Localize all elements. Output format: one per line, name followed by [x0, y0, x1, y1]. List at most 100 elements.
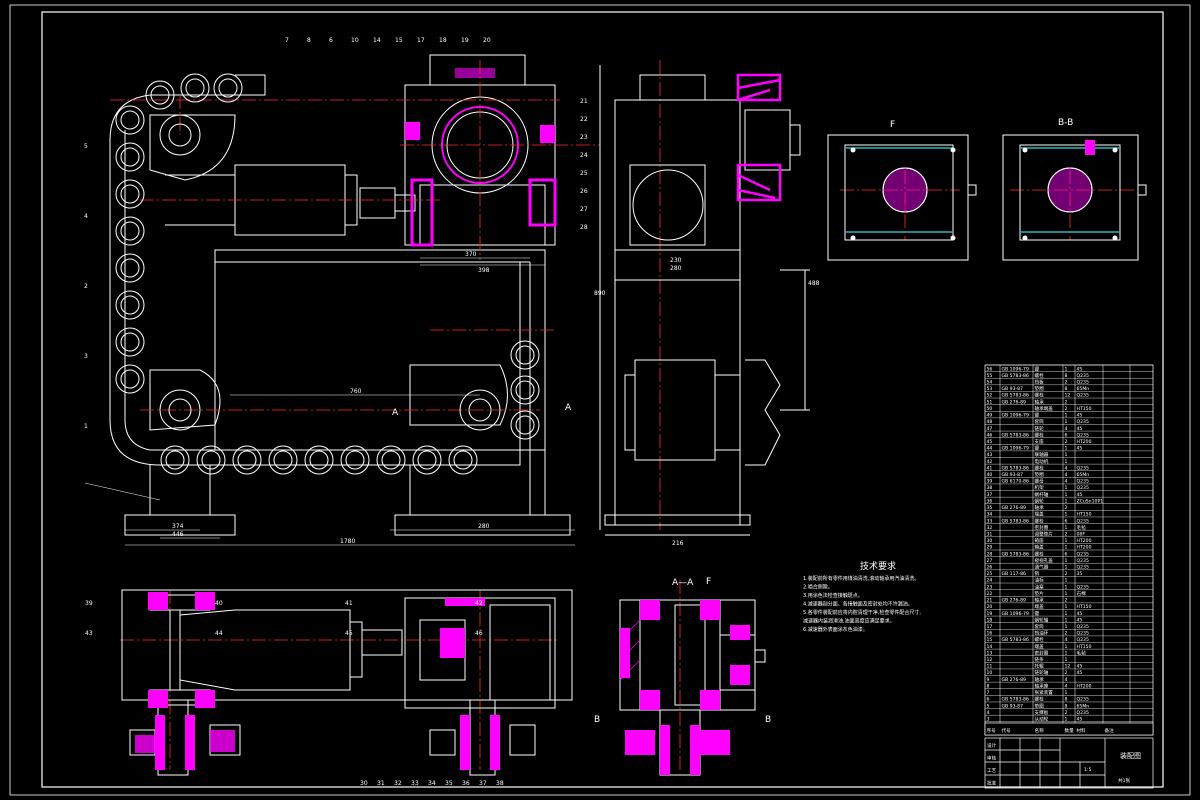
bom-cell: Q235 — [1077, 631, 1089, 637]
chain-roller — [115, 327, 145, 357]
part-number-label: 40 — [215, 600, 223, 607]
bom-cell: HT150 — [1077, 512, 1092, 518]
part-number-label: 32 — [394, 780, 402, 787]
bom-cell: 1 — [1065, 545, 1068, 551]
bom-cell: 45 — [1077, 664, 1083, 670]
bom-cell: 17 — [987, 624, 993, 630]
dim-side-base-a: 230 — [670, 257, 682, 264]
bom-cell: 7 — [987, 690, 990, 696]
chain-roller — [376, 445, 406, 475]
bom-cell: 螺栓 — [1035, 464, 1045, 471]
title-block — [984, 737, 1154, 789]
bom-cell: 轴承座 — [1035, 682, 1049, 689]
chain-roller — [196, 445, 226, 475]
bom-cell: 4 — [1065, 426, 1068, 432]
part-number-label: 30 — [360, 780, 368, 787]
chain-roller — [115, 364, 145, 394]
bom-header-cell: 名称 — [1035, 727, 1045, 734]
bom-cell: 45 — [1077, 492, 1083, 498]
bom-cell: 4 — [1065, 683, 1068, 689]
bom-cell: 挡油环 — [1035, 630, 1049, 637]
bom-cell: 1 — [1065, 538, 1068, 544]
bolt-dots — [850, 147, 1118, 241]
bom-cell: 31 — [987, 531, 993, 537]
bom-cell: 19 — [987, 611, 993, 617]
bom-cell: 49 — [987, 413, 993, 419]
chain-roller — [115, 253, 145, 283]
bom-cell: 45 — [987, 439, 993, 445]
part-number-label: 26 — [580, 188, 588, 195]
bom-cell: 65Mn — [1077, 472, 1090, 478]
title-sheet: 共1张 — [1118, 777, 1131, 784]
bom-cell: Q235 — [1077, 624, 1089, 630]
bom-cell: 键 — [1035, 365, 1040, 372]
part-number-label: 33 — [411, 780, 419, 787]
bom-cell: Q235 — [1077, 518, 1089, 524]
title-row-label: 批准 — [987, 780, 997, 787]
bom-cell: 垫圈 — [1035, 385, 1045, 392]
bom-cell: GB 93-87 — [1002, 472, 1024, 478]
part-number-label: 38 — [496, 780, 504, 787]
bom-cell: GB 276-89 — [1002, 598, 1027, 604]
chain-roller — [304, 445, 334, 475]
chain-roller — [180, 73, 210, 103]
bom-cell: 销 — [1035, 570, 1040, 577]
bom-cell: 52 — [987, 393, 993, 399]
bom-cell: 45 — [1077, 617, 1083, 623]
bom-cell: 螺栓 — [1035, 517, 1045, 524]
tech-req-lines: 1.装配前所有零件用煤油清洗,滚动轴承用汽油清洗。2.啮合侧隙。3.用涂色法检查… — [803, 575, 921, 633]
bom-header-cell: 代号 — [1002, 727, 1012, 734]
sprocket-wheel — [159, 114, 201, 156]
bom-cell: 键 — [1035, 412, 1040, 419]
bom-cell: 8 — [1065, 703, 1068, 709]
bom-cell: 10 — [987, 670, 993, 676]
bom-cell: 垫圈 — [1035, 702, 1045, 709]
bom-cell: 16 — [987, 631, 993, 637]
bom-cell: GB 276-89 — [1002, 399, 1027, 405]
bom-cell: 通气器 — [1035, 564, 1049, 571]
bom-cell: 13 — [987, 650, 993, 656]
bom-cell: GB 117-86 — [1002, 571, 1027, 577]
bolt-dot — [1022, 235, 1028, 241]
base-left — [124, 465, 236, 536]
bom-cell: 1 — [1065, 624, 1068, 630]
bom-cell: 2 — [1065, 598, 1068, 604]
tech-req-line: 1.装配前所有零件用煤油清洗,滚动轴承用汽油清洗。 — [803, 575, 919, 582]
bom-cell: 2 — [1065, 670, 1068, 676]
bom-cell: 21 — [987, 598, 993, 604]
bom-cell: 1 — [1065, 366, 1068, 372]
bom-cell: GB 93-87 — [1002, 703, 1024, 709]
tech-req-line: 6.减速器外表面涂灰色油漆。 — [803, 626, 868, 633]
bom-cell: GB 6170-86 — [1002, 479, 1029, 485]
part-number-label: 2 — [84, 283, 88, 290]
title-scale: 1:5 — [1084, 767, 1091, 773]
bom-cell: 电动机 — [1035, 458, 1049, 465]
bom-cell: 轴承 — [1035, 597, 1045, 604]
bom-cell: 1 — [1065, 419, 1068, 425]
gearbox-lower — [419, 184, 546, 246]
bom-cell: 38 — [987, 485, 993, 491]
bolt-dot — [850, 147, 856, 153]
bom-header-cell: 备注 — [1105, 727, 1115, 734]
bom-cell: Q235 — [1077, 637, 1089, 643]
bom-cell: Q235 — [1077, 710, 1089, 716]
chain-roller — [115, 179, 145, 209]
bom-cell: 挡板 — [1035, 379, 1045, 386]
bom-cell: 2 — [1065, 406, 1068, 412]
